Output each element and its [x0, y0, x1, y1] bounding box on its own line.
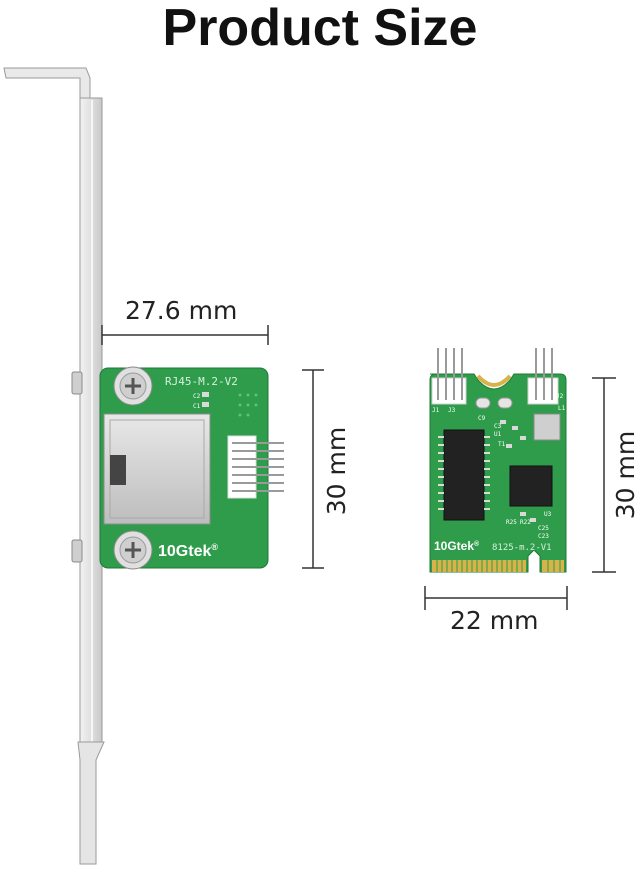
- adapter-model-silkscreen: RJ45-M.2-V2: [165, 375, 238, 388]
- m2-label-l1: L1: [558, 405, 566, 412]
- adapter-brand-text: 10Gtek: [158, 543, 211, 560]
- pin-header: [227, 435, 284, 499]
- m2-height-dimension: [592, 377, 616, 573]
- m2-label-c9: C9: [478, 415, 486, 422]
- m2-reg-mark: ®: [474, 540, 480, 548]
- m2-brand-logo: 10Gtek®: [434, 539, 480, 553]
- m2-brand-text: 10Gtek: [434, 539, 474, 553]
- m2-label-u1: U1: [494, 431, 502, 438]
- m2-label-r25: R25: [506, 519, 517, 526]
- m2-label-j3: J3: [448, 407, 456, 414]
- m2-header-left: [431, 348, 467, 405]
- screw-bottom-icon: [113, 530, 153, 570]
- m2-label-u3: U3: [544, 511, 552, 518]
- m2-chip-shield: [533, 413, 561, 441]
- adapter-brand-logo: 10Gtek®: [158, 542, 218, 560]
- m2-model-silkscreen: 8125-m.2-V1: [492, 543, 552, 553]
- m2-card: J1 J2 J3 C9 C3 U1 U3 R25 R22 C25 C23 T1 …: [429, 348, 567, 573]
- m2-chip-large: [443, 429, 485, 521]
- m2-label-t1: T1: [498, 441, 506, 448]
- m2-label-j2: J2: [556, 393, 564, 400]
- m2-header-right: [527, 348, 559, 405]
- adapter-label-c1: C1: [193, 403, 201, 410]
- adapter-label-c2: C2: [193, 393, 201, 400]
- pcie-bracket: [3, 67, 105, 865]
- rj45-adapter-board: RJ45-M.2-V2 C2 C1 10Gtek®: [99, 366, 284, 570]
- m2-label-r22: R22: [520, 519, 531, 526]
- adapter-reg-mark: ®: [211, 542, 218, 552]
- m2-label-c25: C25: [538, 525, 549, 532]
- page-title: Product Size: [162, 0, 478, 57]
- adapter-height-dimension: [302, 369, 324, 569]
- m2-label-j1: J1: [432, 407, 440, 414]
- m2-width-dimension: [424, 586, 568, 610]
- m2-chip-controller: [509, 465, 553, 507]
- adapter-height-label: 30 mm: [322, 426, 351, 516]
- rj45-port: [103, 413, 211, 525]
- m2-label-c23: C23: [538, 533, 549, 540]
- m2-height-label: 30 mm: [611, 430, 640, 520]
- adapter-width-label: 27.6 mm: [125, 296, 238, 325]
- m2-width-label: 22 mm: [450, 606, 539, 635]
- adapter-width-dimension: [101, 325, 269, 345]
- screw-top-icon: [113, 366, 153, 406]
- m2-label-c3: C3: [494, 423, 502, 430]
